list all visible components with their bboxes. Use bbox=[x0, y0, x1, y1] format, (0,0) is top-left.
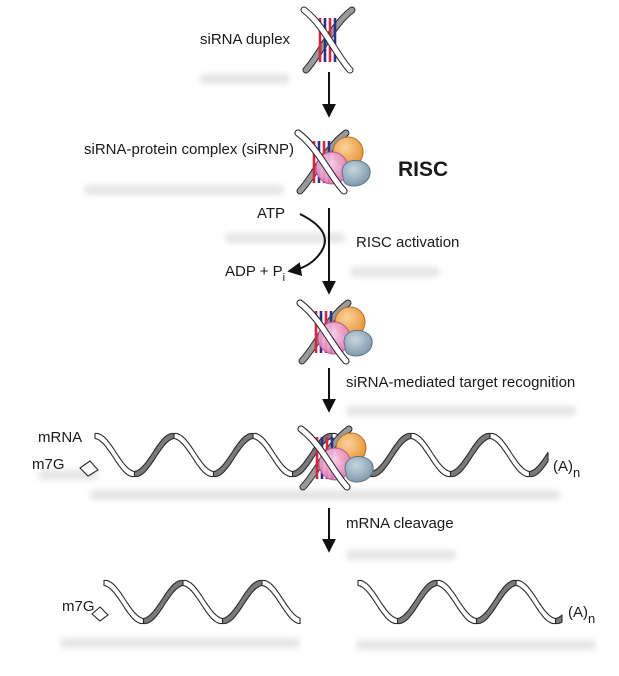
helix-front-segment bbox=[182, 579, 224, 625]
helix-front-segment bbox=[103, 579, 145, 625]
blue-protein bbox=[344, 456, 374, 483]
adp-label: ADP + Pi bbox=[225, 263, 285, 284]
strand-front bbox=[298, 426, 350, 490]
risc-activation-label: RISC activation bbox=[356, 234, 459, 251]
reflection bbox=[356, 640, 596, 650]
target-recognition-label: siRNA-mediated target recognition bbox=[346, 374, 575, 391]
helix-front-segment bbox=[410, 432, 452, 478]
reflection bbox=[84, 185, 284, 195]
activated-risc-icon bbox=[296, 299, 373, 365]
m7g-cap-label: m7G bbox=[32, 456, 65, 473]
blue-protein bbox=[343, 330, 373, 357]
blue-protein bbox=[341, 160, 371, 187]
helix-front-segment bbox=[252, 432, 294, 478]
helix-front-segment bbox=[173, 432, 215, 478]
helix-back-segment bbox=[142, 579, 184, 625]
risc-on-mrna-icon bbox=[297, 425, 374, 491]
reflection bbox=[60, 638, 300, 648]
protein-complex bbox=[294, 129, 371, 195]
shadow-layer bbox=[38, 74, 596, 650]
reflection bbox=[346, 406, 576, 416]
mrna-label: mRNA bbox=[38, 429, 82, 446]
helix-back-segment bbox=[396, 579, 438, 625]
helix-back-segment bbox=[449, 432, 491, 478]
strand-front bbox=[301, 7, 353, 73]
helix-front-segment bbox=[357, 579, 399, 625]
reflection bbox=[90, 490, 560, 500]
sirna-duplex-icon bbox=[300, 6, 356, 74]
m7g-cap bbox=[91, 606, 109, 622]
helix-back-segment bbox=[554, 614, 563, 625]
mrna-fragment-3prime bbox=[357, 579, 563, 625]
mrna-cleavage-label: mRNA cleavage bbox=[346, 515, 454, 532]
protein-complex bbox=[297, 425, 374, 491]
helix-back-segment bbox=[528, 451, 549, 478]
polya-tail-label: (A)n bbox=[553, 458, 580, 480]
sirnp-complex-icon bbox=[294, 129, 371, 195]
helix-back-segment bbox=[370, 432, 412, 478]
mrna-fragment-5prime bbox=[91, 579, 301, 625]
sirna-duplex-strands bbox=[300, 6, 356, 74]
helix-front-segment bbox=[436, 579, 478, 625]
reflection bbox=[38, 470, 98, 480]
helix-back-segment bbox=[133, 432, 175, 478]
m7g-fragment-label: m7G bbox=[62, 598, 95, 615]
reflection bbox=[346, 550, 456, 560]
sirnp-label: siRNA-protein complex (siRNP) bbox=[84, 141, 294, 158]
sirna-duplex-label: siRNA duplex bbox=[200, 31, 291, 48]
atp-label: ATP bbox=[257, 205, 285, 222]
helix-back-segment bbox=[475, 579, 517, 625]
helix-front-segment bbox=[94, 432, 136, 478]
strand-front bbox=[297, 300, 349, 364]
helix-front-segment bbox=[515, 579, 557, 625]
reflection bbox=[225, 233, 345, 243]
risc-label: RISC bbox=[398, 158, 448, 181]
reflection bbox=[350, 267, 440, 277]
helix-back-segment bbox=[221, 579, 263, 625]
strand-front bbox=[295, 130, 347, 194]
atp-curved-arrow bbox=[287, 213, 326, 277]
helix-front-segment bbox=[261, 579, 301, 625]
protein-complex bbox=[296, 299, 373, 365]
helix-front-segment bbox=[489, 432, 531, 478]
helix-back-segment bbox=[212, 432, 254, 478]
polya-fragment-label: (A)n bbox=[568, 604, 595, 626]
m7g-cap bbox=[79, 460, 99, 477]
reflection bbox=[200, 74, 290, 84]
